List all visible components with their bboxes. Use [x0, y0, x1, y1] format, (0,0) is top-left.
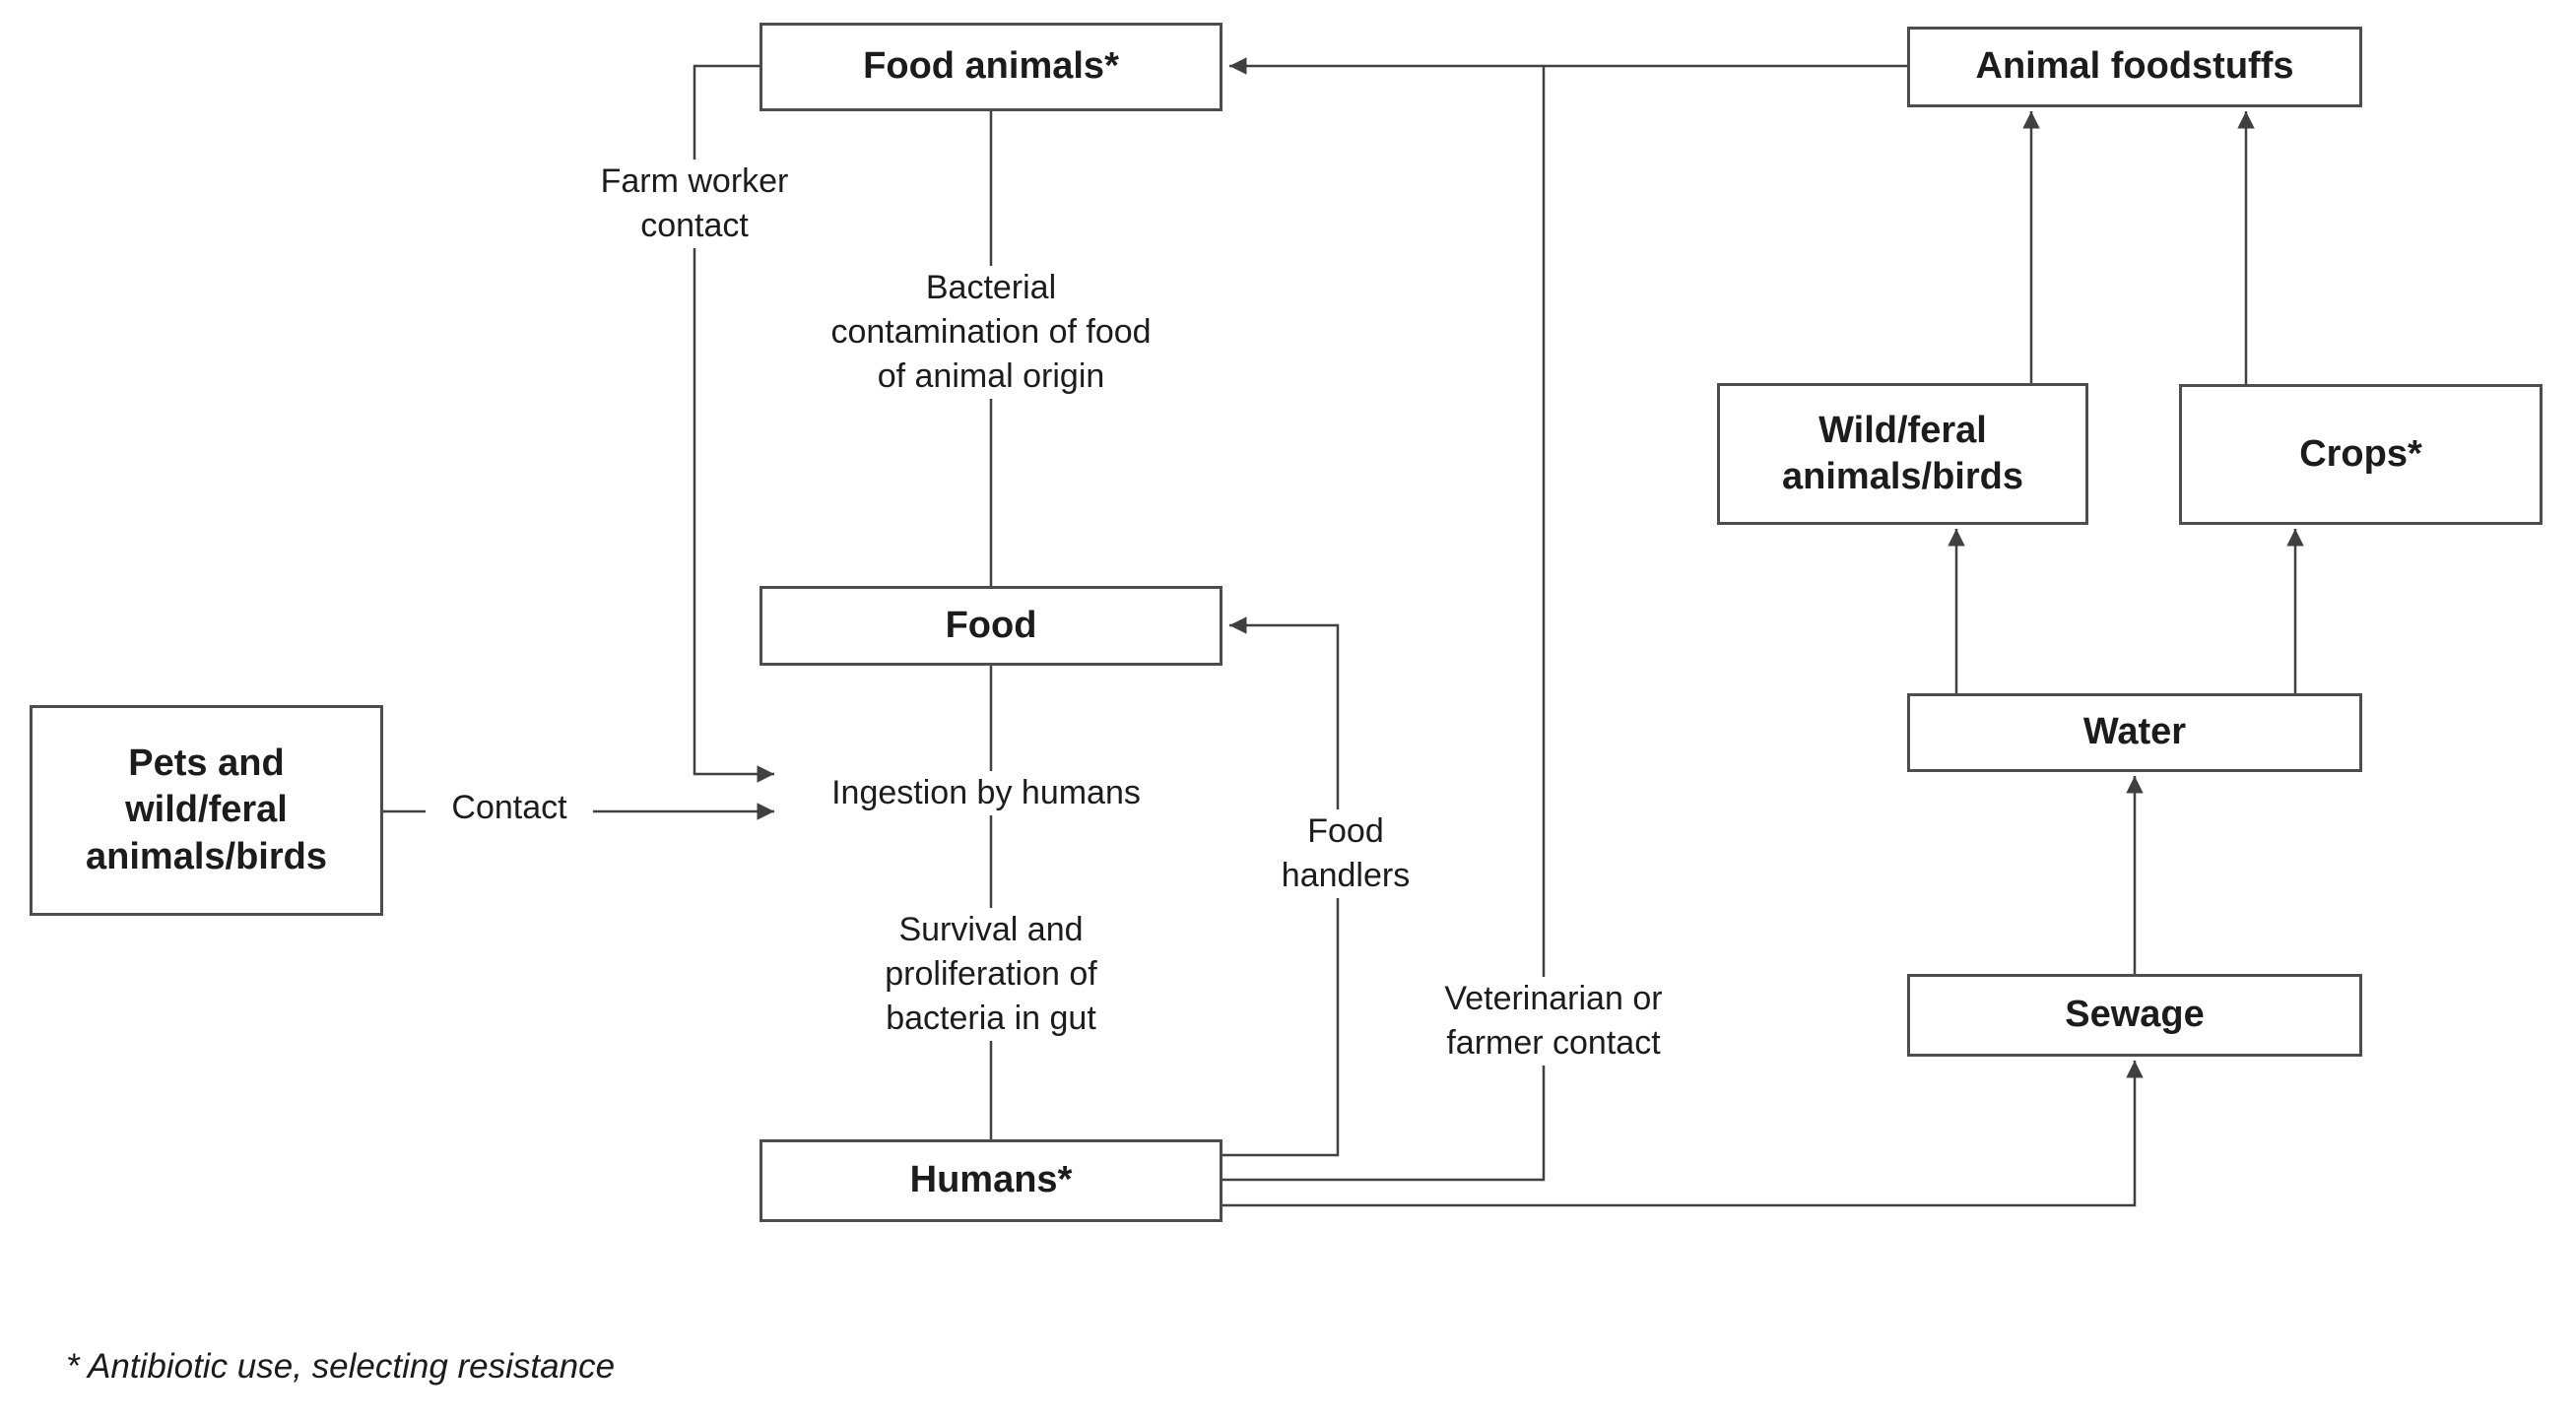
node-animal-foodstuffs: Animal foodstuffs	[1907, 27, 2362, 107]
node-food-animals: Food animals*	[760, 23, 1222, 111]
label-food-handlers: Food handlers	[1237, 809, 1454, 898]
footnote-antibiotic-use: * Antibiotic use, selecting resistance	[66, 1347, 616, 1386]
connector-humans-vet-contact	[1222, 66, 1546, 1182]
node-water: Water	[1907, 693, 2362, 772]
label-survival-proliferation: Survival and proliferation of bacteria i…	[804, 908, 1178, 1041]
node-food: Food	[760, 586, 1222, 666]
node-humans: Humans*	[760, 1139, 1222, 1222]
label-veterinarian-farmer-contact: Veterinarian or farmer contact	[1376, 977, 1731, 1066]
node-crops: Crops*	[2179, 384, 2543, 525]
label-contact: Contact	[426, 786, 593, 830]
node-wild-feral-animals-birds: Wild/feral animals/birds	[1717, 383, 2088, 525]
connector-humans-to-sewage	[1222, 1061, 2144, 1207]
label-farm-worker-contact: Farm worker contact	[537, 160, 852, 248]
connector-farmworker-contact	[693, 64, 774, 783]
node-sewage: Sewage	[1907, 974, 2362, 1057]
label-ingestion-by-humans: Ingestion by humans	[779, 771, 1193, 815]
label-bacterial-contamination: Bacterial contamination of food of anima…	[774, 266, 1208, 399]
node-pets-wild-feral: Pets and wild/feral animals/birds	[30, 705, 383, 916]
